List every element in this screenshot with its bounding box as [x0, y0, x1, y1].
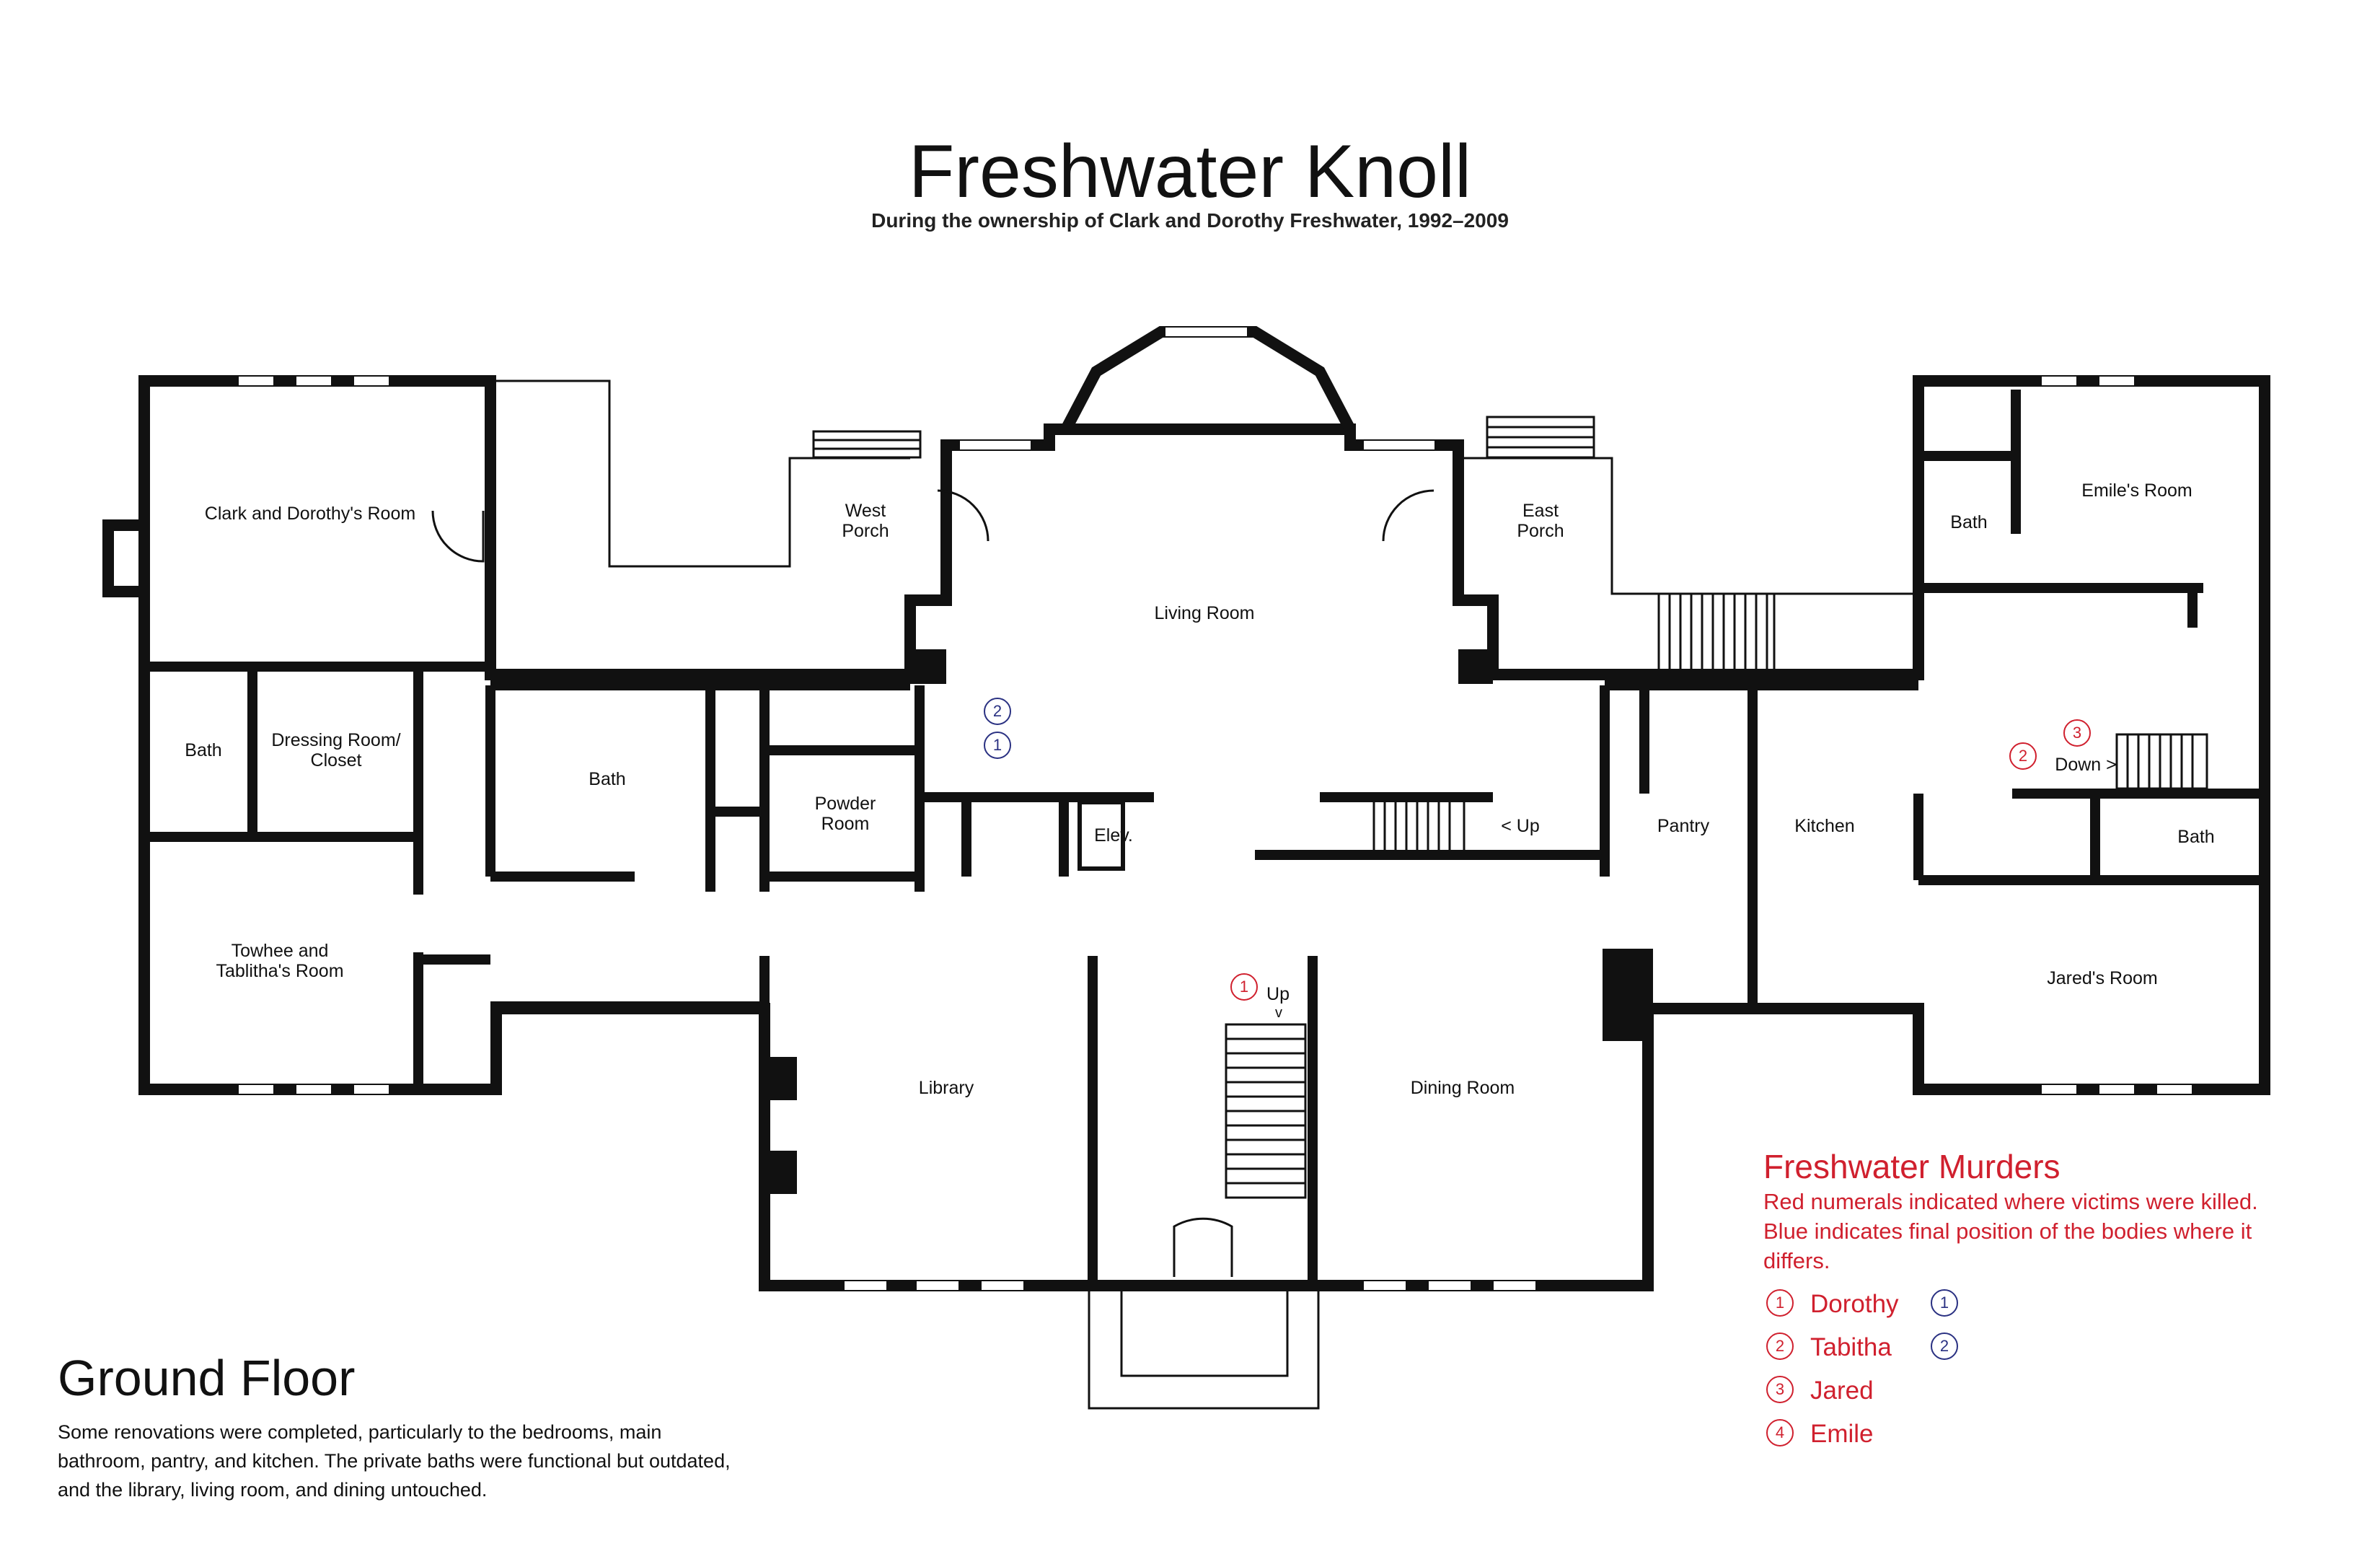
legend-marker-final-1: 1	[1931, 1289, 1958, 1317]
front-porch	[1088, 1284, 1320, 1410]
legend-marker-1: 1	[1766, 1289, 1794, 1317]
room-label-dressing-line2: Closet	[310, 750, 362, 770]
interior-walls	[144, 381, 2265, 1286]
room-label-west-porch-line2: Porch	[842, 521, 889, 541]
room-label-pantry: Pantry	[1657, 816, 1710, 836]
room-label-powder: Powder Room	[815, 794, 876, 834]
room-label-powder-line1: Powder	[814, 794, 876, 814]
west-addition	[490, 379, 1918, 595]
room-label-emiles-room: Emile's Room	[2081, 480, 2192, 501]
marker-killed-2: 2	[2009, 742, 2037, 770]
room-label-jareds-room: Jared's Room	[2047, 968, 2158, 988]
legend-marker-3: 3	[1766, 1376, 1794, 1403]
room-label-east-porch-line1: East	[1522, 501, 1559, 521]
stairs	[1225, 592, 2208, 1199]
floor-title: Ground Floor	[58, 1350, 356, 1406]
west-bay	[102, 519, 144, 597]
page-subtitle: During the ownership of Clark and Doroth…	[871, 209, 1509, 232]
room-label-dressing: Dressing Room/ Closet	[271, 730, 400, 770]
fireplaces	[768, 649, 1646, 1194]
legend-title: Freshwater Murders	[1763, 1148, 2061, 1185]
windows	[237, 326, 2193, 1291]
stairs-up-main-arrow: v	[1275, 1005, 1282, 1021]
doors	[431, 489, 1434, 1277]
room-label-towhee-line1: Towhee and	[231, 941, 329, 961]
room-label-powder-line2: Room	[821, 814, 870, 834]
room-label-east-porch: East Porch	[1517, 501, 1564, 541]
room-label-bath-main: Bath	[589, 769, 626, 789]
room-label-clark-dorothy: Clark and Dorothy's Room	[204, 504, 416, 524]
room-label-west-porch-line1: West	[845, 501, 886, 521]
elevator-shaft	[1077, 800, 1125, 871]
legend-victim-jared: Jared	[1810, 1377, 1874, 1405]
porch-steps	[812, 416, 1595, 459]
room-label-elevator: Elev.	[1094, 825, 1133, 846]
room-label-towhee-line2: Tablitha's Room	[216, 961, 344, 981]
marker-final-1: 1	[984, 732, 1011, 759]
stairs-down-label: Down >	[2055, 755, 2117, 775]
legend-marker-2: 2	[1766, 1333, 1794, 1360]
legend-victim-emile: Emile	[1810, 1420, 1874, 1448]
room-label-bath-emile: Bath	[1950, 512, 1988, 532]
marker-killed-1: 1	[1230, 973, 1258, 1001]
floor-description: Some renovations were completed, particu…	[58, 1421, 731, 1501]
legend-marker-final-2: 2	[1931, 1333, 1958, 1360]
marker-killed-3: 3	[2063, 719, 2091, 747]
room-label-bath-jared: Bath	[2177, 827, 2215, 847]
room-label-library: Library	[918, 1078, 974, 1098]
room-label-dressing-line1: Dressing Room/	[271, 730, 401, 750]
room-label-kitchen: Kitchen	[1794, 816, 1855, 836]
room-label-dining-room: Dining Room	[1410, 1078, 1515, 1098]
page-title: Freshwater Knoll	[908, 130, 1472, 214]
marker-final-2: 2	[984, 698, 1011, 725]
legend-description: Red numerals indicated where victims wer…	[1763, 1189, 2258, 1273]
stairs-up-east-label: < Up	[1501, 816, 1540, 836]
legend-victim-dorothy: Dorothy	[1810, 1290, 1899, 1318]
room-label-towhee: Towhee and Tablitha's Room	[216, 941, 343, 981]
legend-marker-4: 4	[1766, 1419, 1794, 1446]
stairs-up-main-label: Up	[1266, 984, 1290, 1004]
room-label-west-porch: West Porch	[842, 501, 889, 541]
living-bay	[1044, 326, 1356, 445]
room-label-living-room: Living Room	[1154, 603, 1255, 623]
room-label-bath-master: Bath	[185, 740, 222, 760]
legend-victim-tabitha: Tabitha	[1810, 1333, 1892, 1361]
room-label-east-porch-line2: Porch	[1517, 521, 1564, 541]
